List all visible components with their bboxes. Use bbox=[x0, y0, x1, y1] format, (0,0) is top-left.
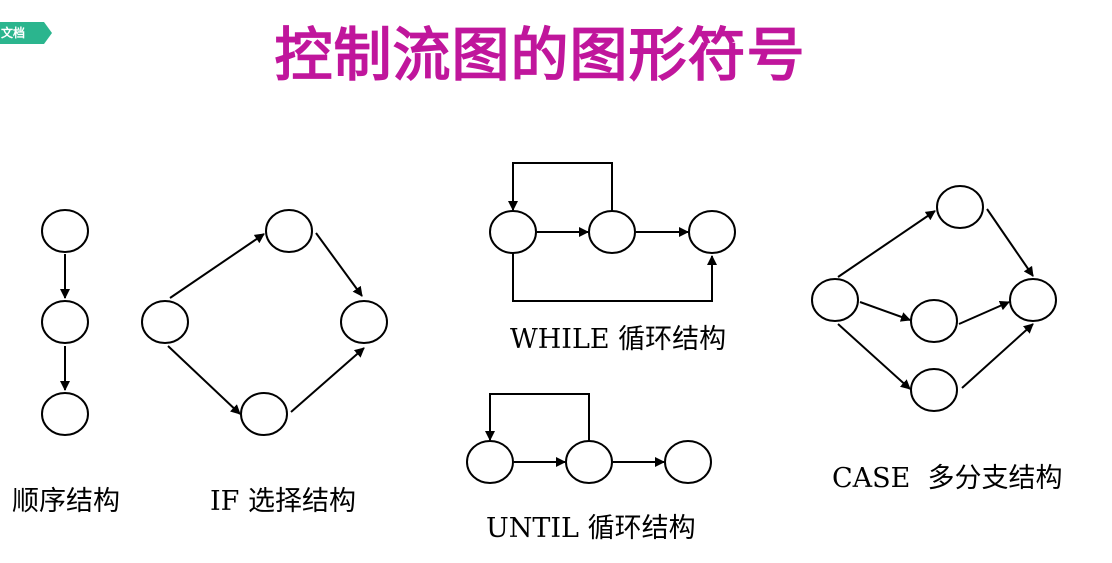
until-node-3 bbox=[664, 440, 712, 484]
case-node-middle bbox=[910, 299, 958, 343]
if-arrow-start-top bbox=[169, 233, 265, 299]
if-node-end bbox=[340, 300, 388, 344]
document-badge bbox=[0, 22, 52, 44]
case-node-bottom bbox=[910, 368, 958, 412]
badge-shape bbox=[0, 22, 52, 44]
while-node-2 bbox=[588, 210, 636, 254]
if-arrow-top-end bbox=[315, 232, 363, 297]
case-arrow-start-bottom bbox=[837, 323, 911, 390]
case-node-top bbox=[936, 185, 984, 229]
case-arrow-start-middle bbox=[859, 301, 911, 322]
while-loop-back bbox=[508, 162, 613, 211]
sequence-node-1 bbox=[41, 209, 89, 253]
sequence-structure bbox=[41, 209, 89, 436]
case-arrow-top-end bbox=[986, 208, 1034, 277]
until-structure bbox=[466, 393, 712, 484]
label-sequence: 顺序结构 bbox=[12, 486, 120, 517]
if-node-bottom bbox=[240, 392, 288, 436]
case-node-start bbox=[811, 278, 859, 322]
if-node-top bbox=[265, 209, 313, 253]
while-exit-path bbox=[512, 253, 717, 302]
label-until: UNTIL 循环结构 bbox=[486, 513, 696, 544]
sequence-node-2 bbox=[41, 300, 89, 344]
case-node-end bbox=[1009, 278, 1057, 322]
case-arrow-bottom-end bbox=[961, 323, 1034, 389]
if-node-start bbox=[141, 300, 189, 344]
while-node-3 bbox=[688, 210, 736, 254]
badge-label: 文档 bbox=[1, 26, 26, 40]
label-case: CASE 多分支结构 bbox=[832, 463, 1063, 494]
until-loop-back bbox=[485, 393, 590, 441]
case-structure bbox=[811, 185, 1057, 412]
if-arrow-bottom-end bbox=[290, 347, 365, 413]
while-node-1 bbox=[489, 210, 537, 254]
page-title: 控制流图的图形符号 bbox=[274, 21, 806, 89]
if-structure bbox=[141, 209, 388, 436]
until-node-2 bbox=[565, 440, 613, 484]
sequence-node-3 bbox=[41, 392, 89, 436]
case-arrow-start-top bbox=[837, 210, 936, 278]
if-arrow-start-bottom bbox=[167, 345, 241, 415]
case-arrow-middle-end bbox=[958, 301, 1010, 325]
label-if: IF 选择结构 bbox=[210, 486, 356, 517]
label-while: WHILE 循环结构 bbox=[510, 324, 727, 355]
while-structure bbox=[489, 162, 736, 302]
until-node-1 bbox=[466, 440, 514, 484]
